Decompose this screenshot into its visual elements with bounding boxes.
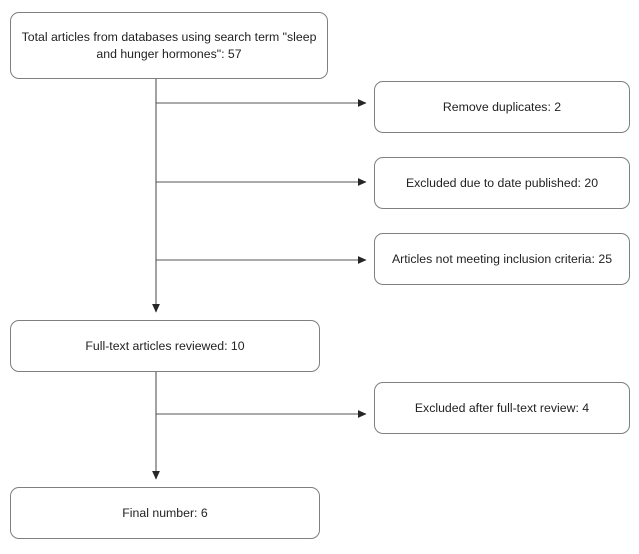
node-remove-duplicates-label: Remove duplicates: 2 — [442, 99, 562, 114]
node-full-text-reviewed-label: Full-text articles reviewed: 10 — [85, 338, 245, 353]
node-not-meeting-inclusion[interactable]: Articles not meeting inclusion criteria:… — [374, 233, 630, 285]
node-final-number-label: Final number: 6 — [122, 505, 208, 520]
node-excluded-date-published-label: Excluded due to date published: 20 — [405, 175, 599, 190]
node-excluded-date-published[interactable]: Excluded due to date published: 20 — [374, 157, 630, 209]
node-total-articles[interactable]: Total articles from databases using sear… — [10, 12, 328, 79]
node-not-meeting-inclusion-label: Articles not meeting inclusion criteria:… — [391, 251, 613, 266]
node-remove-duplicates[interactable]: Remove duplicates: 2 — [374, 81, 630, 133]
node-excluded-after-full-text-label: Excluded after full-text review: 4 — [414, 400, 590, 415]
node-full-text-reviewed[interactable]: Full-text articles reviewed: 10 — [10, 320, 320, 372]
node-final-number[interactable]: Final number: 6 — [10, 487, 320, 539]
node-excluded-after-full-text[interactable]: Excluded after full-text review: 4 — [374, 382, 630, 434]
node-total-articles-label: Total articles from databases using sear… — [21, 29, 317, 61]
